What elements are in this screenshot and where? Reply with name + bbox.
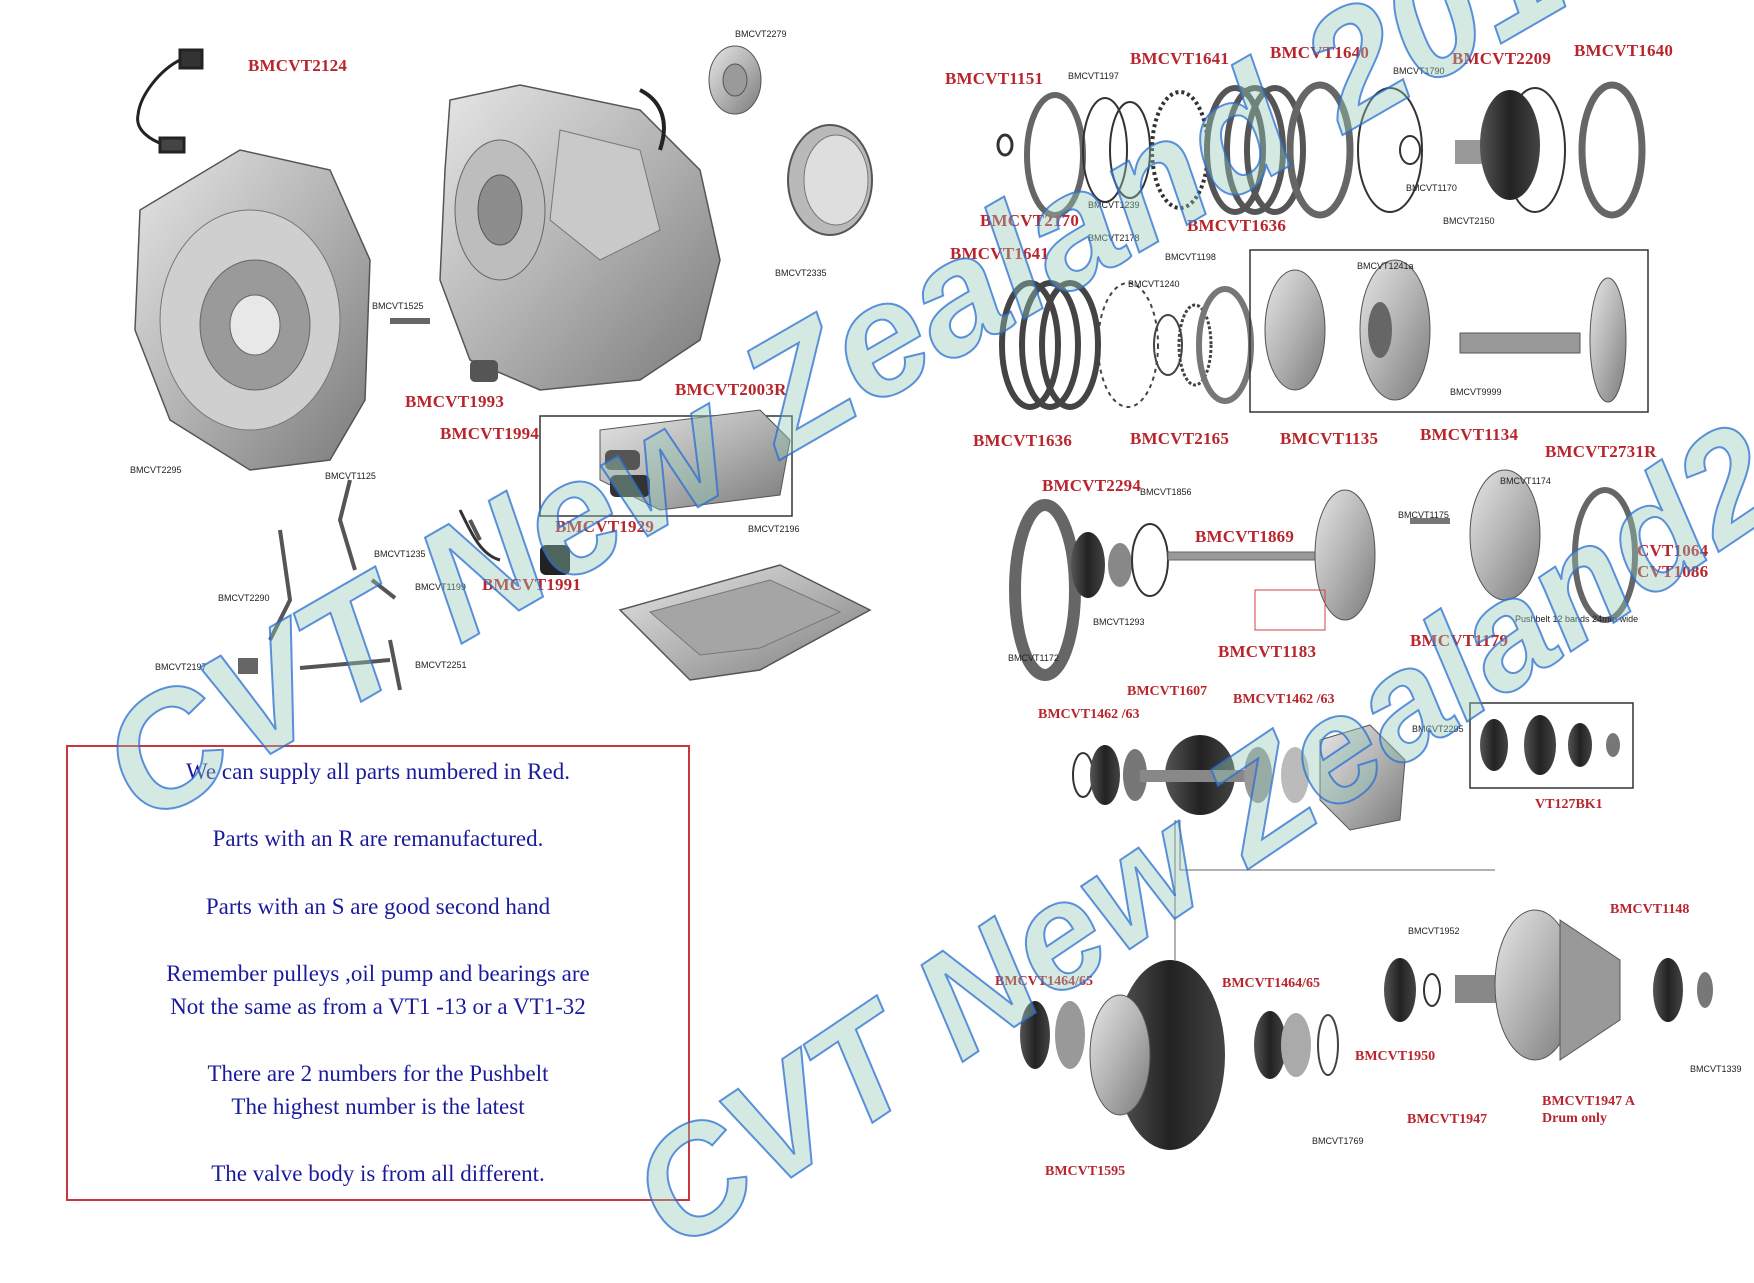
part-label: Pushbelt 12 bands 24mm wide bbox=[1515, 614, 1639, 624]
part-label: BMCVT1993 bbox=[405, 392, 505, 411]
part-label: BMCVT1235 bbox=[374, 549, 426, 559]
solenoids bbox=[390, 318, 570, 575]
note-line: There are 2 numbers for the Pushbelt bbox=[207, 1061, 549, 1086]
part-label: BMCVT1239 bbox=[1088, 200, 1140, 210]
part-label: BMCVT1950 bbox=[1355, 1049, 1436, 1064]
gear-train bbox=[1072, 724, 1406, 831]
part-label: BMCVT1641 bbox=[1130, 49, 1230, 68]
part-label: BMCVT2196 bbox=[748, 524, 800, 534]
oil-pan bbox=[618, 564, 872, 681]
differential-assembly bbox=[1384, 909, 1713, 1061]
part-label: BMCVT1769 bbox=[1312, 1136, 1364, 1146]
part-label: BMCVT2251 bbox=[415, 660, 467, 670]
part-label: BMCVT1991 bbox=[482, 575, 582, 594]
part-label: BMCVT1339 bbox=[1690, 1064, 1742, 1074]
part-label: BMCVT2209 bbox=[1452, 49, 1552, 68]
part-label: BMCVT1198 bbox=[1165, 252, 1216, 262]
notes-panel: We can supply all parts numbered in Red.… bbox=[66, 745, 690, 1201]
part-label: BMCVT2335 bbox=[775, 268, 827, 278]
part-label: BMCVT1947 A bbox=[1542, 1094, 1635, 1109]
bearing-kit bbox=[1480, 715, 1620, 775]
part-label: BMCVT1607 bbox=[1127, 684, 1208, 699]
part-label: VT127BK1 bbox=[1535, 797, 1603, 812]
parts-drawing bbox=[134, 45, 1713, 1150]
part-label: BMCVT1197 bbox=[1068, 71, 1119, 81]
part-label: BMCVT1241a bbox=[1357, 261, 1414, 271]
part-label: BMCVT2197 bbox=[155, 662, 207, 672]
part-label: Drum only bbox=[1542, 1111, 1607, 1126]
part-label: BMCVT2150 bbox=[1443, 216, 1495, 226]
part-label: BMCVT1148 bbox=[1610, 902, 1690, 917]
part-label: BMCVT2165 bbox=[1130, 429, 1230, 448]
part-label: BMCVT2003R bbox=[675, 380, 787, 399]
part-label: CVT1086 bbox=[1637, 562, 1709, 581]
note-line: The highest number is the latest bbox=[231, 1094, 525, 1119]
part-label: BMCVT2279 bbox=[735, 29, 787, 39]
part-label: BMCVT1464/65 bbox=[995, 974, 1093, 989]
valve-body bbox=[599, 409, 791, 511]
part-label: BMCVT1640 bbox=[1574, 41, 1674, 60]
part-label: BMCVT2295 bbox=[130, 465, 182, 475]
transmission-case bbox=[439, 84, 721, 391]
pulley-row bbox=[1009, 469, 1638, 681]
part-label: BMCVT1641 bbox=[950, 244, 1050, 263]
case-cover bbox=[708, 45, 762, 115]
part-label: BMCVT1125 bbox=[325, 471, 376, 481]
part-label: BMCVT1183 bbox=[1218, 642, 1317, 661]
part-label: BMCVT1929 bbox=[555, 517, 655, 536]
part-label: BMCVT1151 bbox=[945, 69, 1044, 88]
forward-clutch-assembly bbox=[1264, 259, 1627, 403]
part-label: BMCVT1135 bbox=[1280, 429, 1379, 448]
part-label: BMCVT1790 bbox=[1393, 66, 1445, 76]
part-label: BMCVT1179 bbox=[1410, 631, 1509, 650]
part-label: BMCVT1172 bbox=[1008, 653, 1059, 663]
part-label: BMCVT1293 bbox=[1093, 617, 1145, 627]
note-line: The valve body is from all different. bbox=[211, 1161, 545, 1186]
part-label: BMCVT1462 /63 bbox=[1233, 692, 1335, 707]
part-label: BMCVT2731R bbox=[1545, 442, 1657, 461]
part-label: BMCVT1636 bbox=[973, 431, 1073, 450]
part-label: BMCVT1525 bbox=[372, 301, 424, 311]
part-label: BMCVT2170 bbox=[980, 211, 1080, 230]
part-label: BMCVT1947 bbox=[1407, 1112, 1488, 1127]
note-line: Parts with an S are good second hand bbox=[205, 894, 551, 919]
note-line: Remember pulleys ,oil pump and bearings … bbox=[166, 961, 590, 986]
note-line: We can supply all parts numbered in Red. bbox=[186, 759, 570, 784]
part-label: BMCVT1869 bbox=[1195, 527, 1295, 546]
part-label: BMCVT2290 bbox=[218, 593, 270, 603]
clutch-rings-row1 bbox=[996, 81, 1646, 219]
drum-shaft-assembly bbox=[1455, 90, 1540, 200]
part-label: BMCVT2178 bbox=[1088, 233, 1140, 243]
part-label: BMCVT1640 bbox=[1270, 43, 1370, 62]
part-label: CVT1064 bbox=[1637, 541, 1709, 560]
part-label: BMCVT1994 bbox=[440, 424, 540, 443]
part-label: BMCVT1636 bbox=[1187, 216, 1287, 235]
part-label: BMCVT2294 bbox=[1042, 476, 1142, 495]
part-label: BMCVT1856 bbox=[1140, 487, 1192, 497]
bell-housing bbox=[134, 149, 371, 471]
part-label: BMCVT1174 bbox=[1500, 476, 1551, 486]
note-line: Not the same as from a VT1 -13 or a VT1-… bbox=[170, 994, 586, 1019]
speed-sensor-harness bbox=[136, 48, 204, 154]
part-label: BMCVT2295 bbox=[1412, 724, 1464, 734]
part-label: BMCVT1199 bbox=[415, 582, 466, 592]
part-label: BMCVT1462 /63 bbox=[1038, 707, 1140, 722]
part-label: BMCVT1240 bbox=[1128, 279, 1180, 289]
part-label: BMCVT1170 bbox=[1406, 183, 1457, 193]
part-label: BMCVT1464/65 bbox=[1222, 976, 1320, 991]
final-drive-gear bbox=[1020, 820, 1339, 1150]
exploded-diagram: BMCVT2124 BMCVT2279 BMCVT2335 BMCVT1525 … bbox=[66, 0, 1754, 1282]
drum-cover bbox=[787, 124, 873, 236]
clutch-rings-row2 bbox=[999, 280, 1254, 410]
part-label: BMCVT1952 bbox=[1408, 926, 1460, 936]
part-label: BMCVT9999 bbox=[1450, 387, 1502, 397]
part-label: BMCVT1134 bbox=[1420, 425, 1519, 444]
selector-linkages bbox=[238, 479, 482, 691]
part-label: BMCVT1595 bbox=[1045, 1164, 1126, 1179]
note-line: Parts with an R are remanufactured. bbox=[212, 826, 544, 851]
part-label: BMCVT1175 bbox=[1398, 510, 1449, 520]
part-label: BMCVT2124 bbox=[248, 56, 348, 75]
